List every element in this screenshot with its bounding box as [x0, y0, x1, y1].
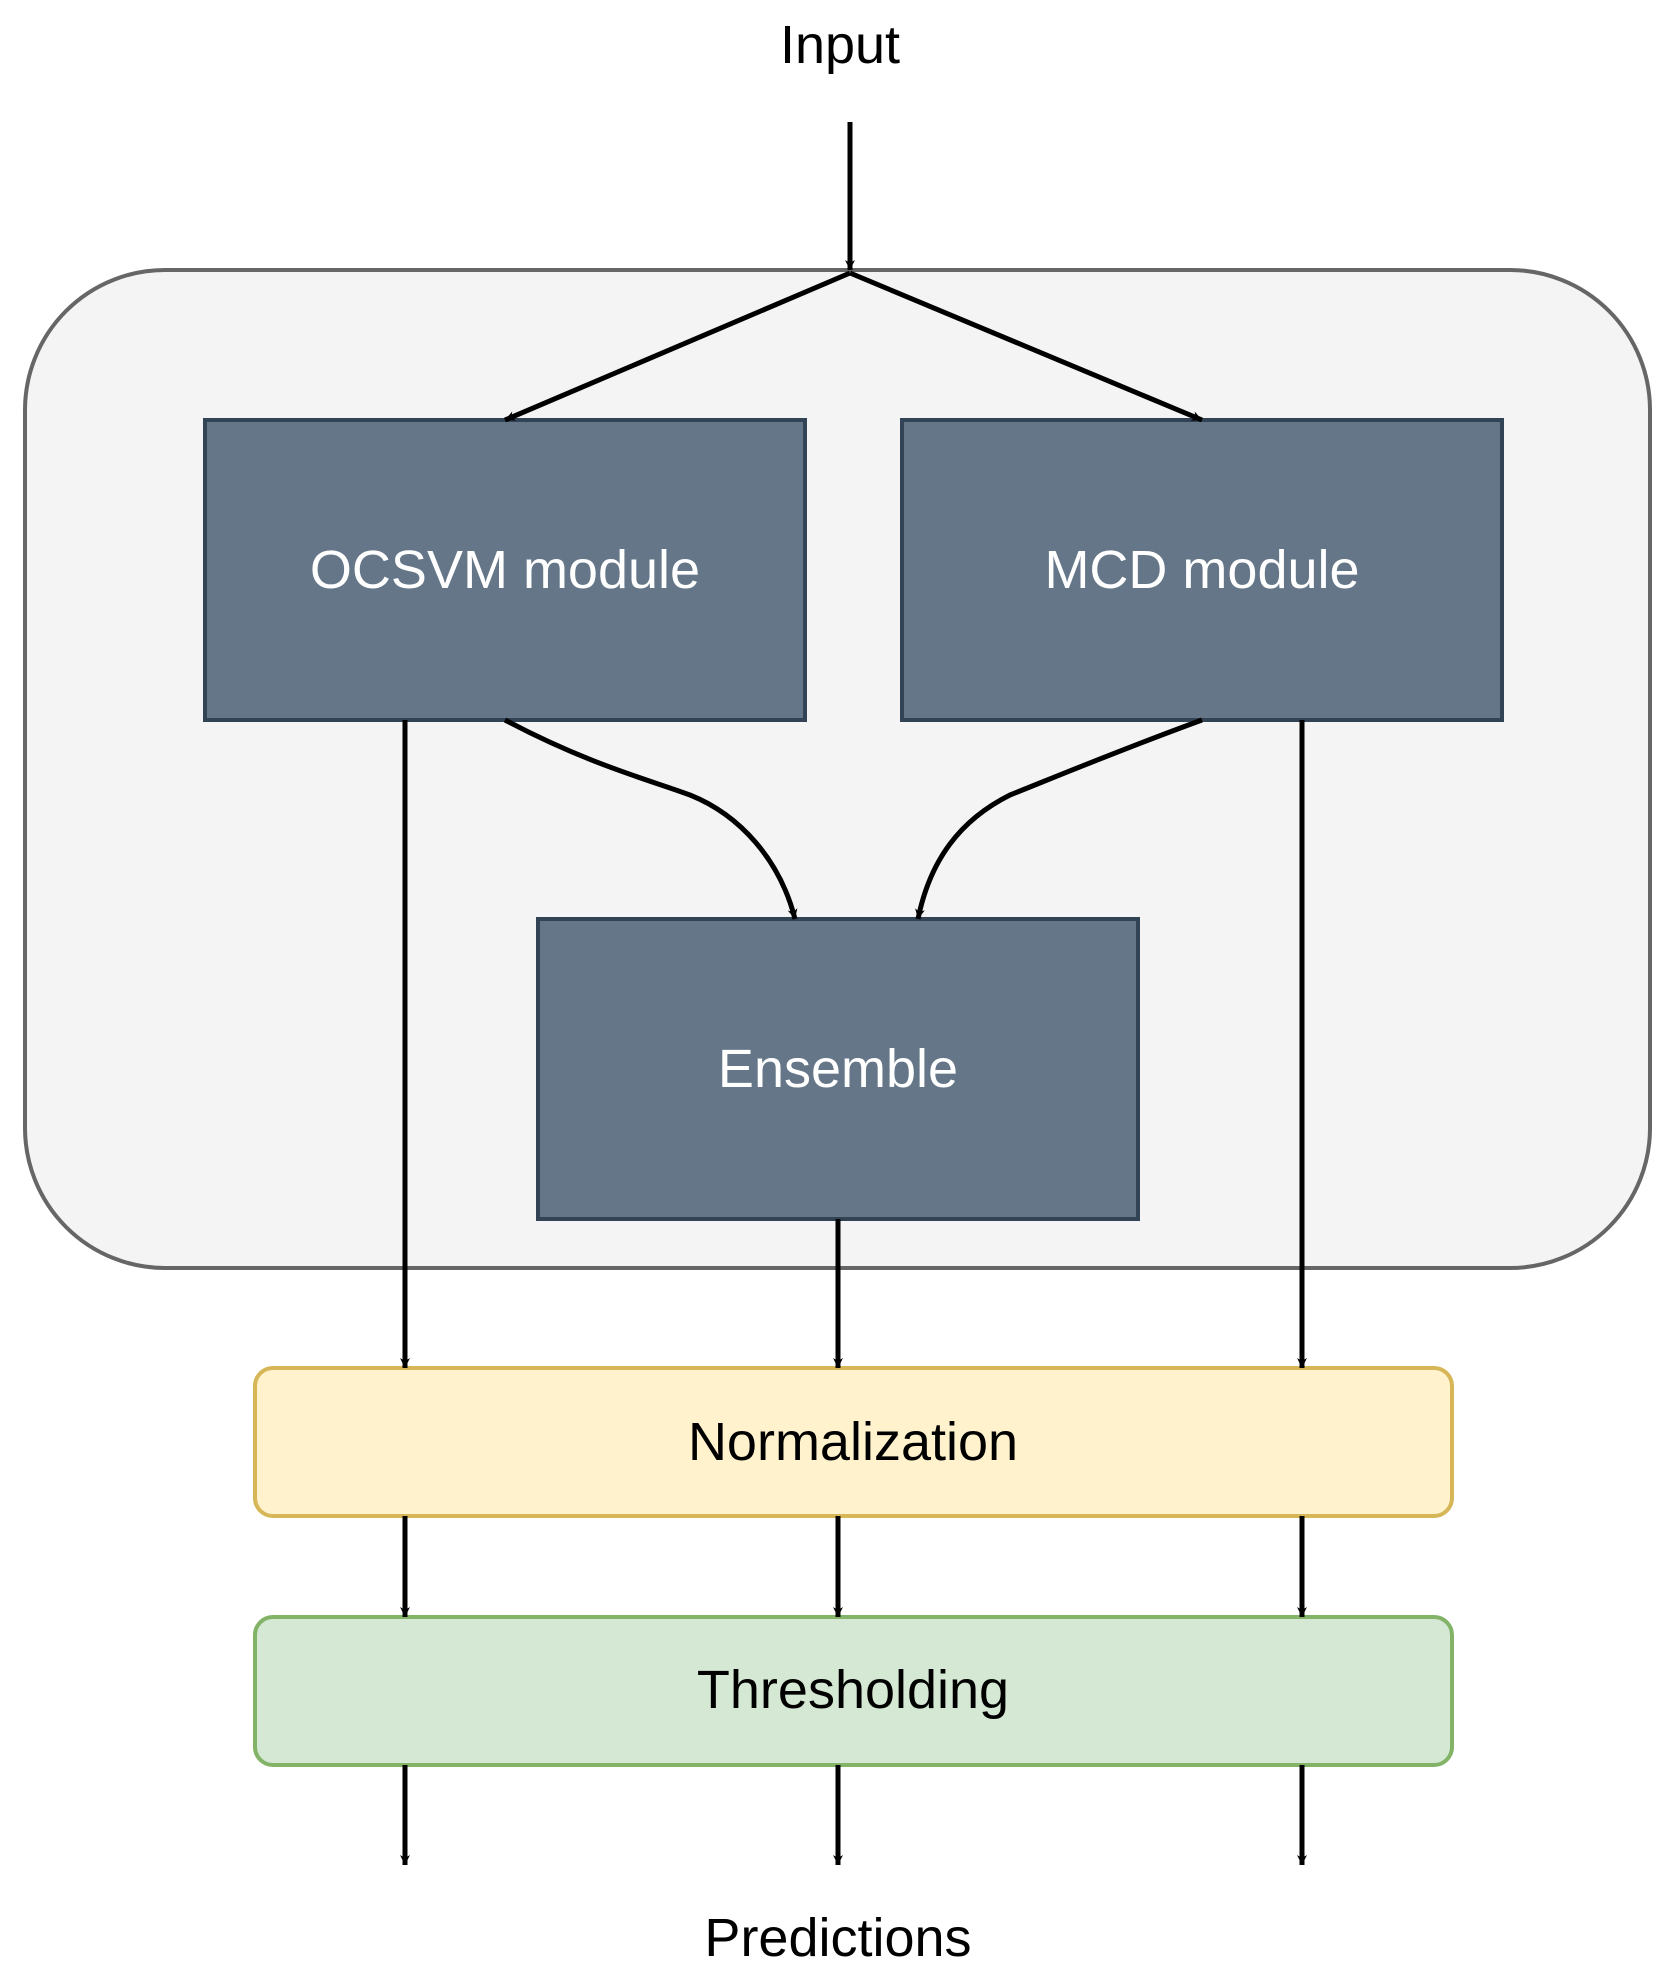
- mcd-module-box: MCD module: [900, 418, 1504, 722]
- ensemble-label: Ensemble: [718, 1039, 958, 1099]
- input-label: Input: [780, 15, 900, 75]
- ensemble-box: Ensemble: [536, 917, 1140, 1221]
- arrow-mcd-to-ensemble: [915, 717, 1203, 920]
- arrow-ocsvm-to-ensemble: [503, 717, 798, 920]
- ocsvm-module-box: OCSVM module: [203, 418, 807, 722]
- thresholding-box: Thresholding: [253, 1615, 1454, 1767]
- normalization-label: Normalization: [688, 1412, 1018, 1472]
- mcd-module-label: MCD module: [1044, 540, 1359, 600]
- arrow-to-mcd: [849, 270, 1203, 423]
- normalization-box: Normalization: [253, 1366, 1454, 1518]
- arrow-to-ocsvm: [504, 270, 851, 423]
- thresholding-label: Thresholding: [697, 1660, 1009, 1720]
- ocsvm-module-label: OCSVM module: [310, 540, 700, 600]
- predictions-label: Predictions: [704, 1908, 971, 1968]
